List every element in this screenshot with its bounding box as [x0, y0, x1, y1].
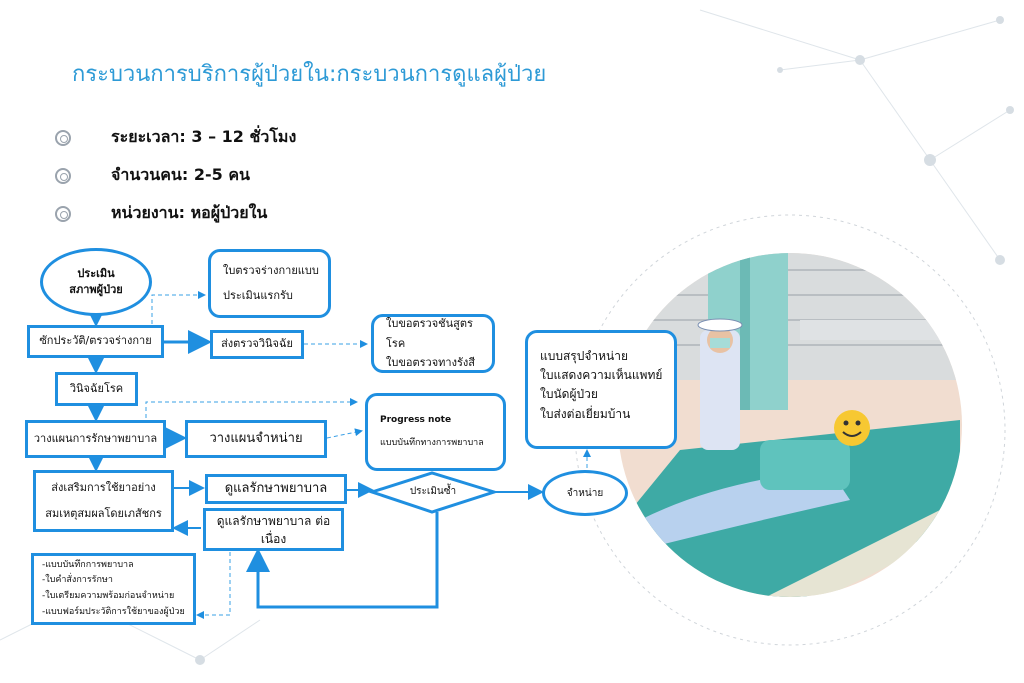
bullet-value: 3 – 12 ชั่วโมง [191, 127, 297, 146]
history-exam-node: ซักประวัติ/ตรวจร่างกาย [27, 325, 164, 358]
bullet-label: หน่วยงาน: [111, 203, 185, 222]
bullet-icon [55, 129, 71, 146]
bullet-unit: หน่วยงาน: หอผู้ป่วยใน [55, 201, 267, 226]
send-diagnosis-node: ส่งตรวจวินิจฉัย [210, 330, 304, 359]
lab-request-forms-box: ใบขอตรวจชันสูตรโรคใบขอตรวจทางรังสี [371, 314, 495, 373]
nursing-care-node: ดูแลรักษาพยาบาล [205, 474, 347, 504]
bullet-value: หอผู้ป่วยใน [190, 203, 268, 222]
discharge-node: จำหน่าย [542, 470, 628, 516]
discharge-forms-box: แบบสรุปจำหน่ายใบแสดงความเห็นแพทย์ใบนัดผู… [525, 330, 677, 449]
bullet-label: จำนวนคน: [111, 165, 189, 184]
bullet-value: 2-5 คน [193, 165, 250, 184]
slide-title: กระบวนการบริการผู้ป่วยใน:กระบวนการดูแลผู… [72, 62, 547, 87]
reassess-label: ประเมินซ้ำ [409, 486, 457, 497]
discharge-plan-node: วางแผนจำหน่าย [185, 420, 327, 458]
bullet-icon [55, 167, 71, 184]
bullet-duration: ระยะเวลา: 3 – 12 ชั่วโมง [55, 125, 296, 150]
bullet-staff: จำนวนคน: 2-5 คน [55, 163, 250, 188]
diagnose-node: วินิจฉัยโรค [55, 372, 138, 406]
assess-patient-node: ประเมินสภาพผู้ป่วย [40, 248, 152, 316]
physical-exam-form-box: ใบตรวจร่างกายแบบประเมินแรกรับ [208, 249, 331, 318]
nursing-records-box: -แบบบันทึกการพยาบาล-ใบคำสั่งการรักษา-ใบเ… [31, 553, 196, 625]
promote-rational-drug-use-node: ส่งเสริมการใช้ยาอย่างสมเหตุสมผลโดยเภสัชก… [33, 470, 174, 532]
bullet-icon [55, 205, 71, 222]
care-plan-node: วางแผนการรักษาพยาบาล [25, 420, 166, 458]
bullet-label: ระยะเวลา: [111, 127, 186, 146]
continued-care-node: ดูแลรักษาพยาบาล ต่อเนื่อง [203, 508, 344, 551]
